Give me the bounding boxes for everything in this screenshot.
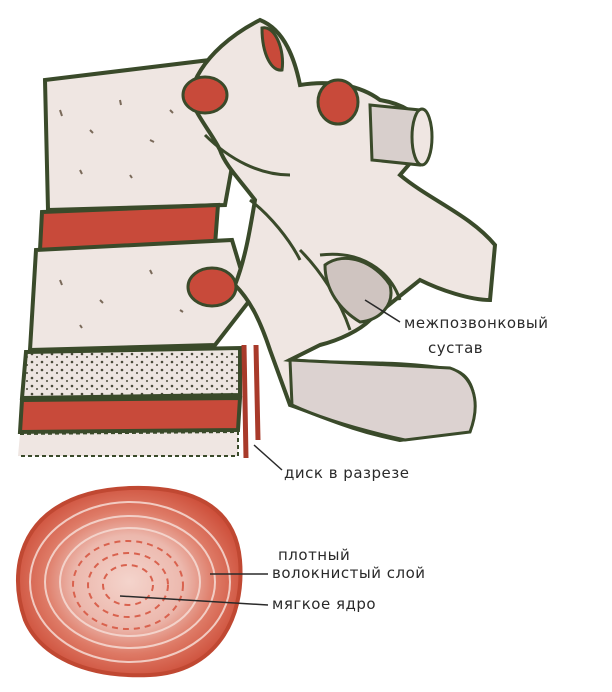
lower-endplate bbox=[20, 398, 240, 432]
label-nucleus: мягкое ядро bbox=[272, 597, 376, 612]
label-annulus-line1: плотный bbox=[278, 548, 350, 563]
label-facet-joint-line2: сустав bbox=[428, 341, 483, 356]
disc-top-view bbox=[18, 488, 241, 675]
lower-vertebral-edge bbox=[18, 432, 238, 456]
label-facet-joint-line1: межпозвонковый bbox=[404, 316, 549, 331]
label-disc-section: диск в разрезе bbox=[284, 466, 409, 481]
disc-side-section bbox=[22, 348, 240, 398]
label-annulus-line2: волокнистый слой bbox=[272, 566, 426, 581]
section-cut-line bbox=[244, 345, 258, 458]
leader-disc-section bbox=[254, 445, 282, 470]
